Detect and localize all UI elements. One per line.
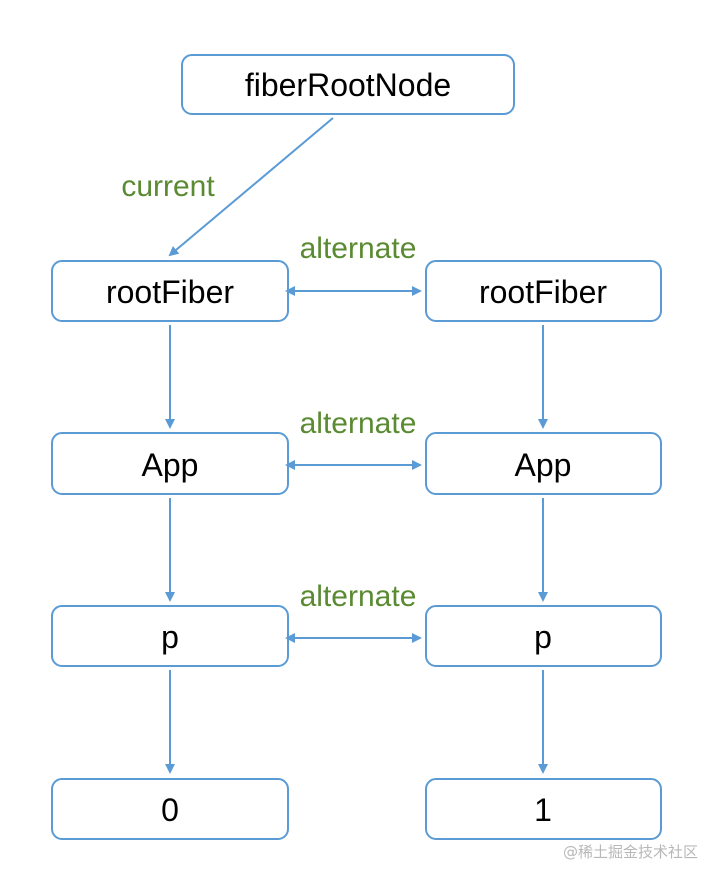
left-app-node: App xyxy=(51,432,289,495)
left-p-node: p xyxy=(51,605,289,667)
fiber-root-node: fiberRootNode xyxy=(181,54,515,115)
left-text-node: 0 xyxy=(51,778,289,840)
alternate-root-label: alternate xyxy=(300,232,417,265)
left-root-fiber-node: rootFiber xyxy=(51,260,289,322)
right-app-node: App xyxy=(425,432,662,495)
alternate-p-label: alternate xyxy=(300,580,417,613)
right-text-label: 1 xyxy=(534,792,552,828)
watermark: @稀土掘金技术社区 xyxy=(562,843,698,861)
right-root-fiber-node: rootFiber xyxy=(425,260,662,322)
right-root-fiber-label: rootFiber xyxy=(479,274,607,310)
right-p-label: p xyxy=(534,619,552,655)
current-edge xyxy=(168,117,334,257)
alternate-app-label: alternate xyxy=(300,407,417,440)
left-app-label: App xyxy=(142,447,199,483)
fiber-root-node-label: fiberRootNode xyxy=(245,67,451,103)
right-text-node: 1 xyxy=(425,778,662,840)
left-p-label: p xyxy=(161,619,179,655)
left-root-fiber-label: rootFiber xyxy=(106,274,234,310)
current-label: current xyxy=(121,170,215,203)
right-p-node: p xyxy=(425,605,662,667)
right-app-label: App xyxy=(515,447,572,483)
left-text-label: 0 xyxy=(161,792,179,828)
